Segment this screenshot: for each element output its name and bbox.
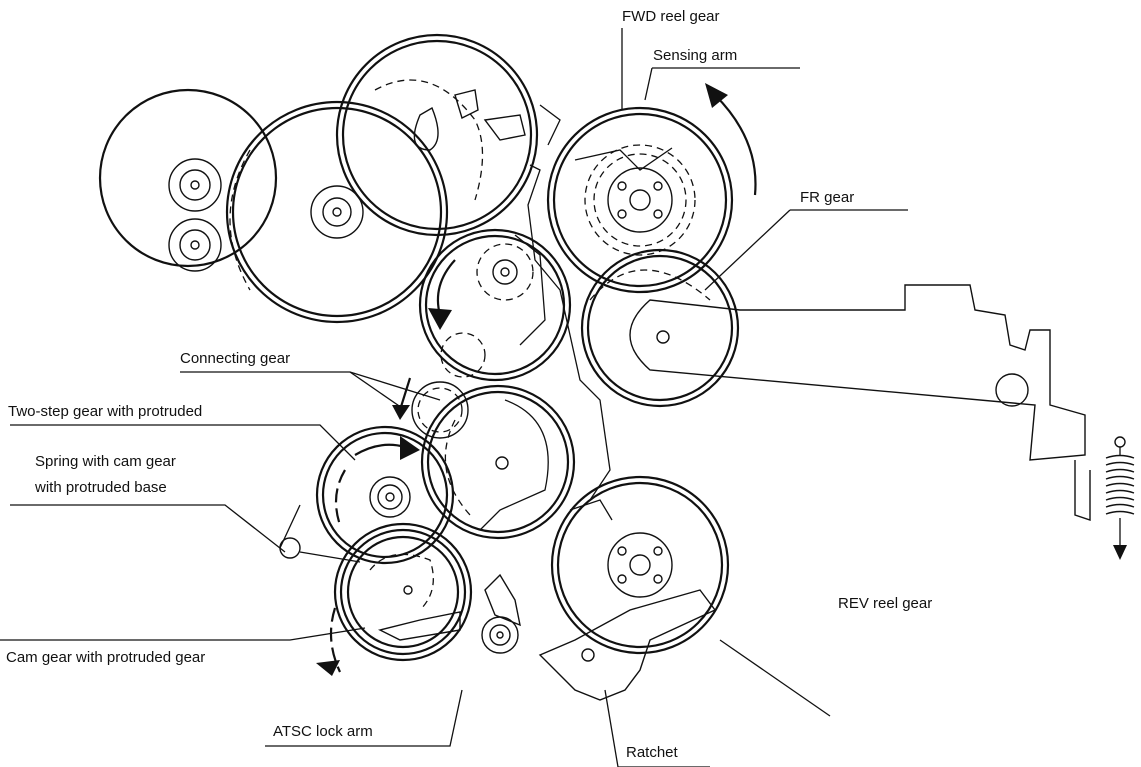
label-cam-gear: Cam gear with protruded gear xyxy=(6,649,206,666)
label-rev-reel-gear: REV reel gear xyxy=(838,595,933,612)
leader-lines xyxy=(0,28,908,767)
fwd-rotation-arrow xyxy=(714,94,757,196)
left-idler-gear xyxy=(98,88,278,272)
label-spring-line2: with protruded base xyxy=(35,479,167,496)
label-sensing-arm: Sensing arm xyxy=(653,47,738,64)
label-ratchet: Ratchet xyxy=(626,744,678,761)
fwd-arrowhead xyxy=(705,83,728,108)
connecting-gear xyxy=(411,381,469,439)
middle-upper-gear xyxy=(418,228,572,382)
two-step-gear xyxy=(315,425,455,565)
middle-rotation-arrow xyxy=(436,259,456,316)
large-drive-gear xyxy=(225,100,449,324)
atsc-lock-arm xyxy=(481,573,521,654)
connecting-arrow xyxy=(398,377,412,411)
cam-gear xyxy=(279,504,473,676)
middle-lower-gear xyxy=(420,384,576,540)
fr-gear xyxy=(580,248,1135,560)
label-fwd-reel-gear: FWD reel gear xyxy=(622,8,720,25)
label-atsc-lock-arm: ATSC lock arm xyxy=(273,723,373,740)
fwd-reel-gear xyxy=(546,106,734,294)
rev-reel-gear xyxy=(550,475,730,655)
label-spring-line1: Spring with cam gear xyxy=(35,453,176,470)
chassis-outline xyxy=(527,164,611,501)
label-two-step-gear: Two-step gear with protruded xyxy=(8,403,203,420)
ratchet xyxy=(538,589,717,701)
top-center-gear xyxy=(335,33,561,237)
label-fr-gear: FR gear xyxy=(800,189,855,206)
label-connecting-gear: Connecting gear xyxy=(180,350,291,367)
